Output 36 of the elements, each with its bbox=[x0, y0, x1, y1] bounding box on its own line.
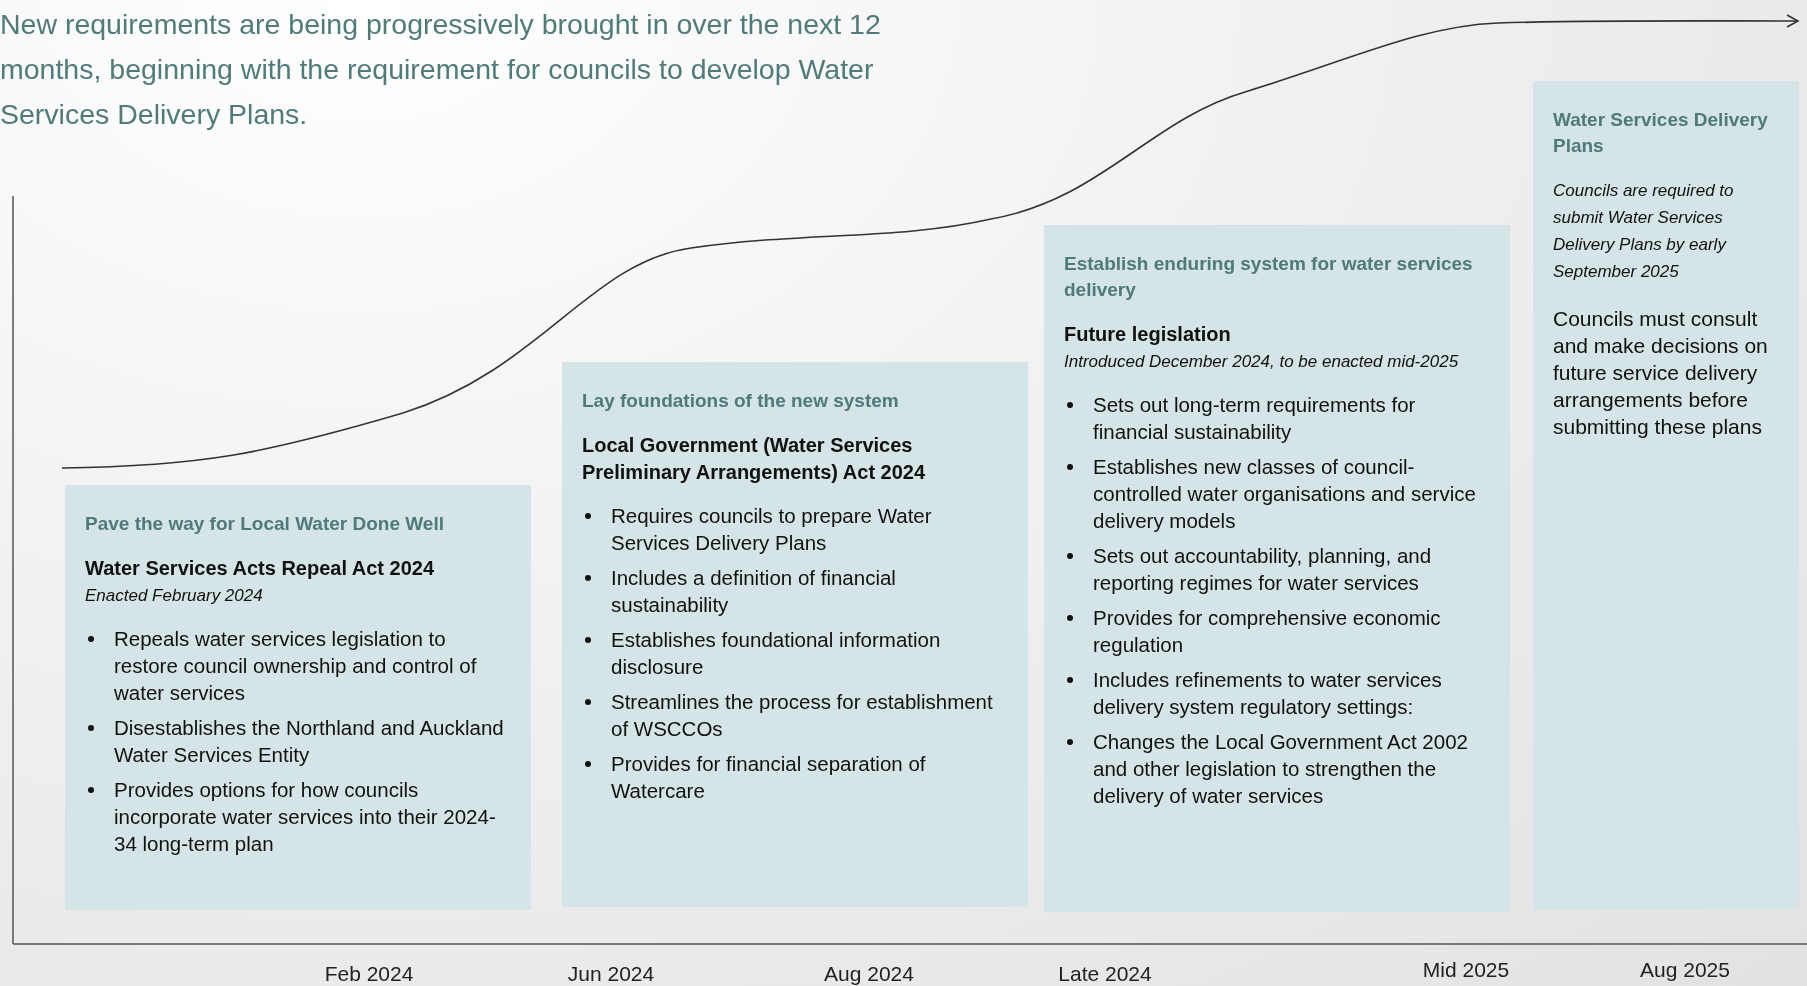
stage-card bbox=[1044, 225, 1510, 912]
stage-card bbox=[1533, 81, 1799, 910]
bullet-item: Requires councils to prepare Water Services Delivery Plans bbox=[611, 503, 933, 556]
date-label: Mid 2025 bbox=[1422, 958, 1510, 982]
section-heading: Pave the way for Local Water Done Well bbox=[85, 512, 445, 536]
body-text: Councils must consult and make decisions on future service delivery arrangements before submitting these plans bbox=[1553, 306, 1769, 440]
bullet-item: Provides options for how councils incorporate water services into their 2024-34 long-term plan bbox=[114, 777, 497, 857]
date-label: Jun 2024 bbox=[567, 962, 655, 986]
bullet-item: Includes a definition of financial sustainability bbox=[611, 565, 897, 618]
act-title: Future legislation bbox=[1064, 322, 1232, 347]
date-label: Feb 2024 bbox=[324, 962, 414, 986]
bullet-item: Includes refinements to water services delivery system regulatory settings: bbox=[1093, 667, 1443, 720]
note-text: Councils are required to submit Water Services Delivery Plans by early September 2025 bbox=[1553, 180, 1735, 283]
date-label: Aug 2025 bbox=[1640, 958, 1730, 982]
act-title: Local Government (Water Services Preliminary Arrangements) Act 2024 bbox=[582, 433, 927, 485]
bullet-item: Changes the Local Government Act 2002 and other legislation to strengthen the delivery of water services bbox=[1093, 729, 1469, 809]
bullet-item: Streamlines the process for establishment of WSCCOs bbox=[611, 689, 994, 742]
bullet-item: Provides for comprehensive economic regulation bbox=[1093, 605, 1442, 658]
section-heading: Water Services Delivery Plans bbox=[1553, 108, 1769, 158]
bullet-item: Sets out accountability, planning, and reporting regimes for water services bbox=[1093, 543, 1433, 596]
bullet-item: Sets out long-term requirements for financial sustainability bbox=[1093, 392, 1417, 445]
bullet-item: Disestablishes the Northland and Auckland Water Services Entity bbox=[114, 715, 505, 768]
title: New requirements are being progressively brought in over the next 12 months, beginning with the requirement for councils to develop Water Services Delivery Plans. bbox=[0, 7, 882, 132]
stage-card bbox=[562, 362, 1028, 907]
section-heading: Lay foundations of the new system bbox=[582, 389, 900, 413]
bullet-item: Provides for financial separation of Watercare bbox=[611, 751, 927, 804]
section-heading: Establish enduring system for water services delivery bbox=[1064, 252, 1474, 302]
date-label: Aug 2024 bbox=[824, 962, 914, 986]
bullet-item: Repeals water services legislation to restore council ownership and control of water services bbox=[114, 626, 478, 706]
bullet-item: Establishes foundational information disclosure bbox=[611, 627, 942, 680]
act-title: Water Services Acts Repeal Act 2024 bbox=[85, 556, 436, 581]
date-label: Late 2024 bbox=[1058, 962, 1152, 986]
date-note: Enacted February 2024 bbox=[85, 585, 264, 607]
stage-card bbox=[65, 485, 531, 910]
bullet-item: Establishes new classes of council-controlled water organisations and service delivery models bbox=[1093, 454, 1477, 534]
date-note: Introduced December 2024, to be enacted mid-2025 bbox=[1064, 351, 1460, 373]
